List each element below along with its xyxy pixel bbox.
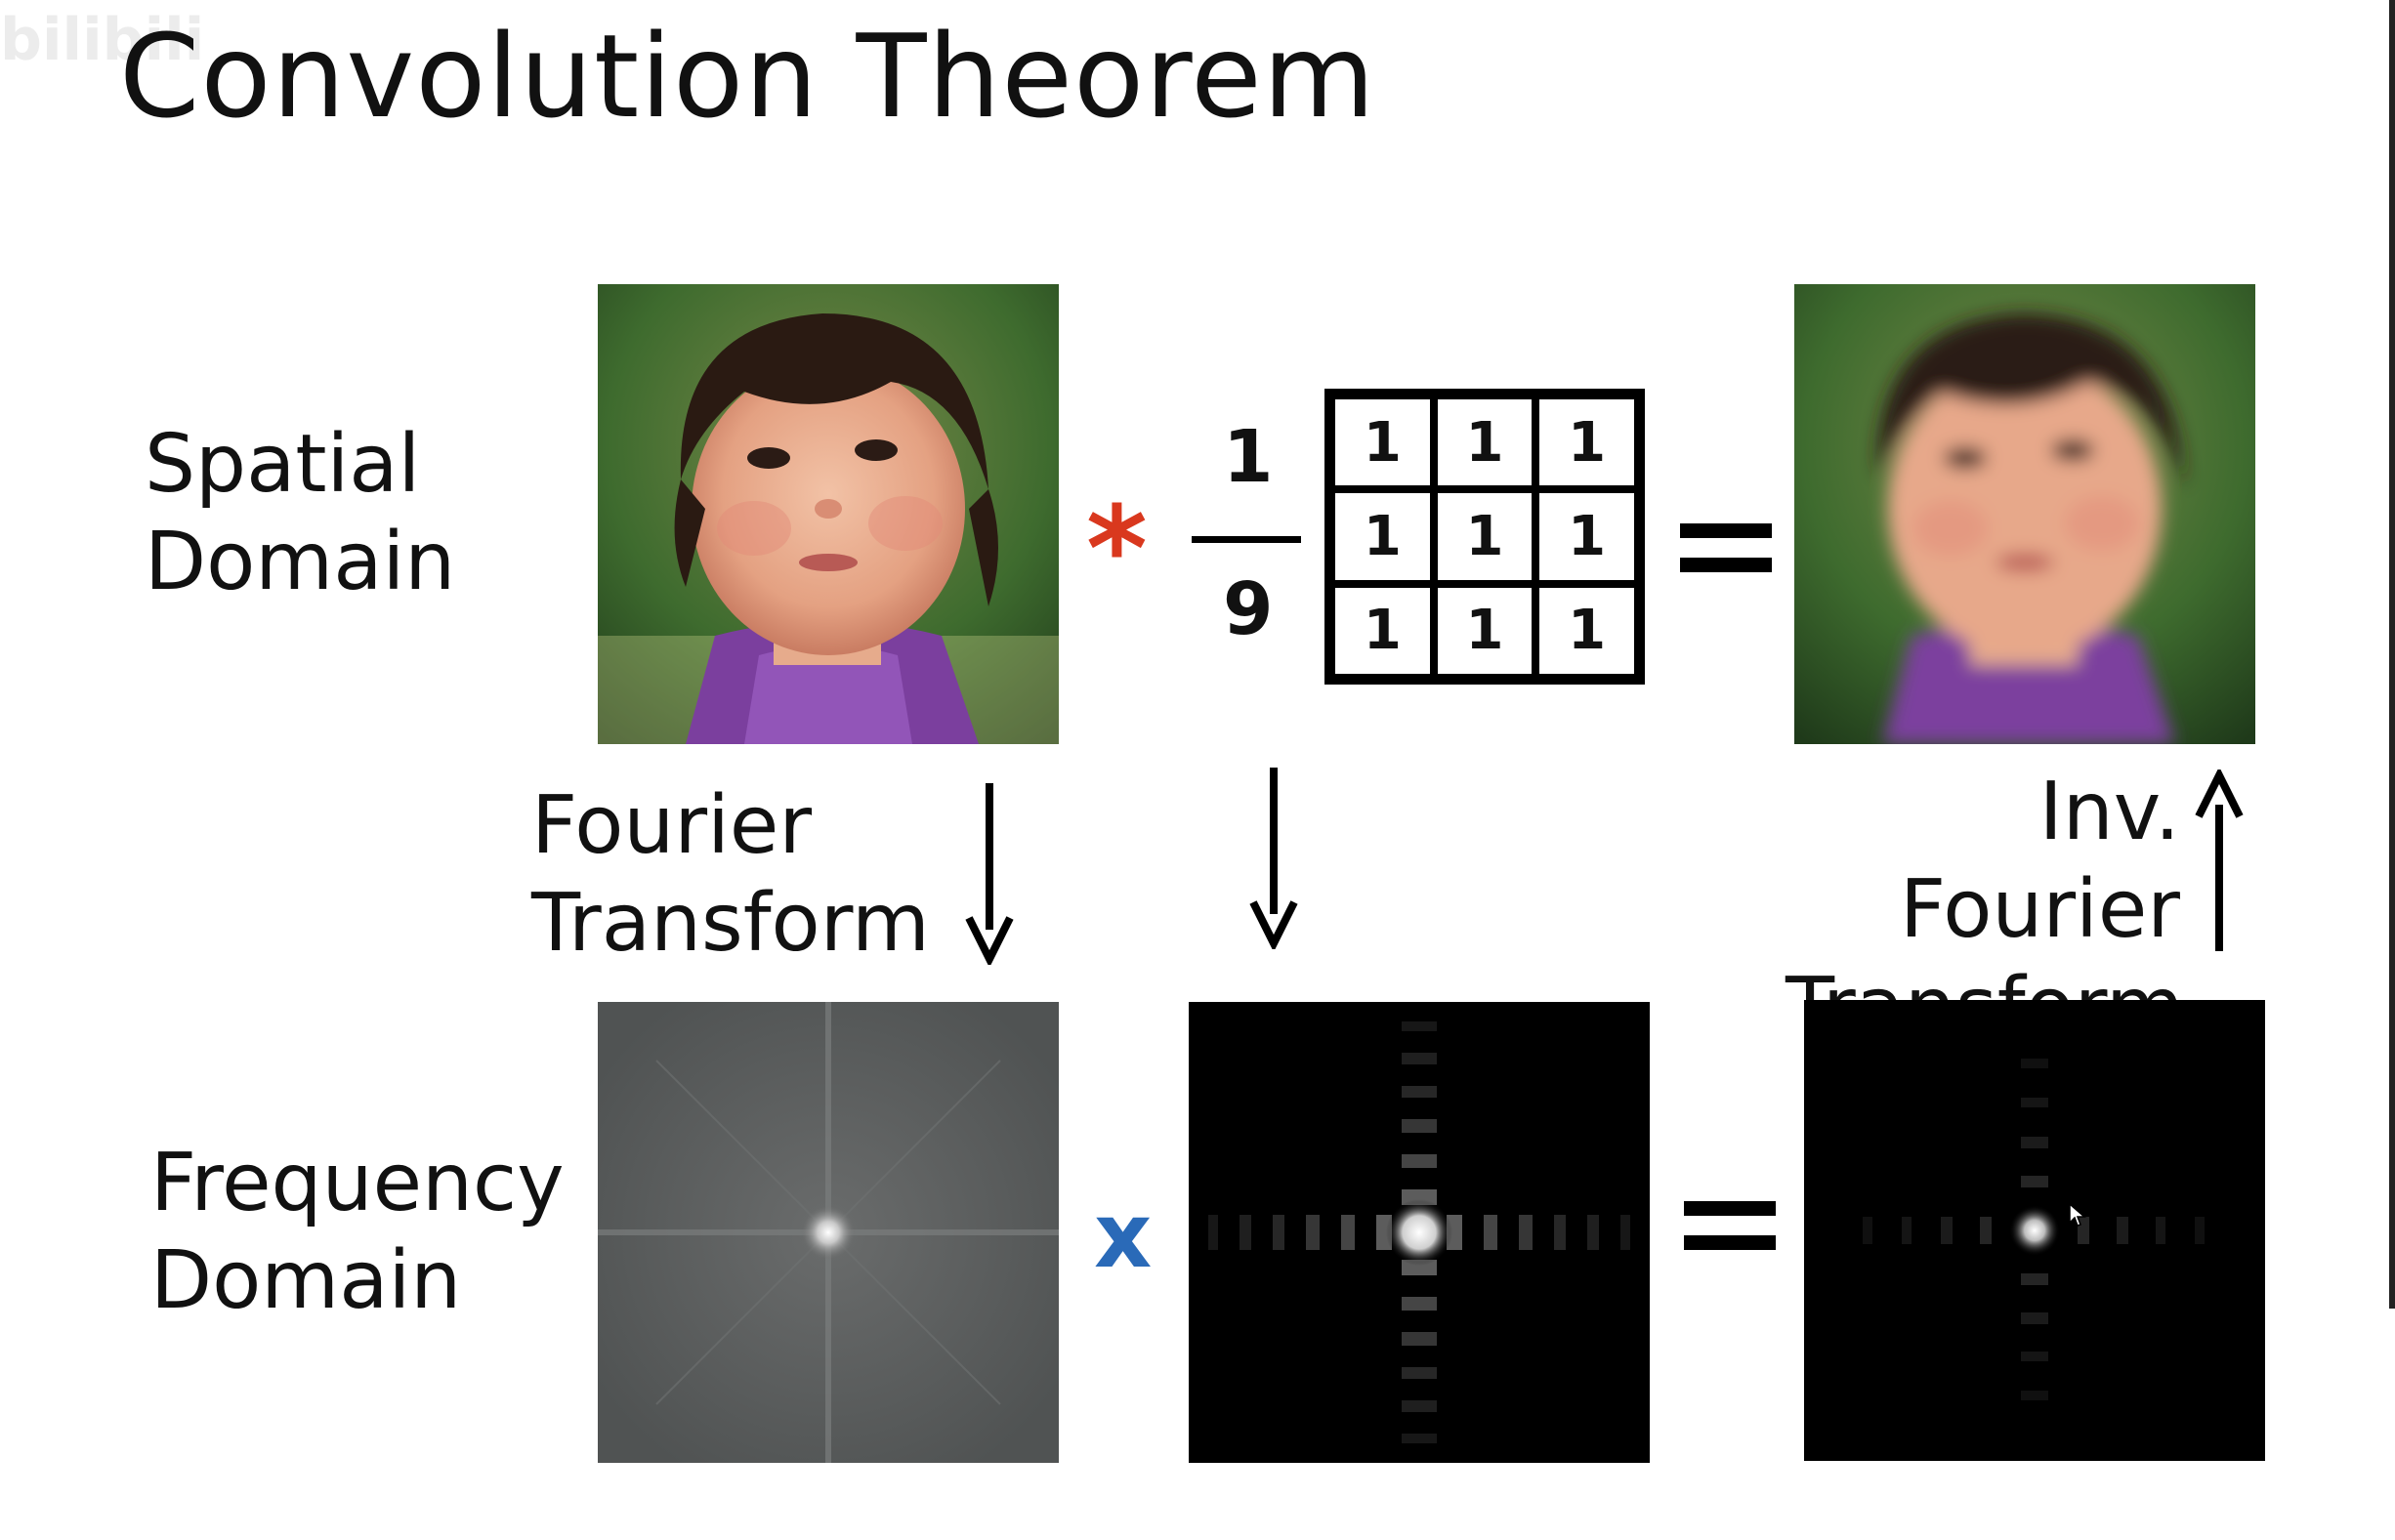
kernel-cell: 1 xyxy=(1433,489,1536,584)
kernel-cell: 1 xyxy=(1331,489,1434,584)
kernel-spectrum xyxy=(1189,1002,1650,1463)
kernel-cell: 1 xyxy=(1433,583,1536,678)
kernel-cell: 1 xyxy=(1433,395,1536,490)
window-edge xyxy=(2389,0,2395,1309)
arrow-down-icon xyxy=(965,783,1014,965)
multiply-operator: x xyxy=(1094,1184,1153,1288)
image-spectrum xyxy=(598,1002,1059,1463)
page-title: Convolution Theorem xyxy=(119,9,1376,144)
kernel-cell: 1 xyxy=(1331,583,1434,678)
kernel-cell: 1 xyxy=(1535,489,1638,584)
fourier-label-line2: Transform xyxy=(531,877,930,970)
fourier-label-line1: Fourier xyxy=(531,779,813,872)
inv-label-line1: Inv. Fourier xyxy=(1899,766,2180,956)
spatial-domain-label: Spatial Domain xyxy=(145,416,455,611)
fourier-transform-label: Fourier Transform xyxy=(531,777,930,973)
watermark: bilibili xyxy=(0,6,205,74)
convolve-operator: * xyxy=(1086,482,1148,618)
blurred-photo xyxy=(1794,284,2255,744)
kernel-cell: 1 xyxy=(1535,583,1638,678)
mouse-cursor-icon xyxy=(2069,1202,2087,1232)
frequency-label-line1: Frequency xyxy=(150,1137,565,1229)
fraction-numerator: 1 xyxy=(1223,415,1274,499)
frequency-label-line2: Domain xyxy=(150,1234,462,1327)
original-photo xyxy=(598,284,1059,744)
equals-operator-bottom xyxy=(1684,1201,1776,1250)
kernel-cell: 1 xyxy=(1331,395,1434,490)
equals-operator-top xyxy=(1680,523,1772,572)
spatial-label-line1: Spatial xyxy=(145,418,421,511)
arrow-down-icon xyxy=(1249,768,1298,949)
frequency-domain-label: Frequency Domain xyxy=(150,1135,565,1330)
fraction-bar xyxy=(1192,536,1301,543)
spatial-label-line2: Domain xyxy=(145,516,456,608)
arrow-up-icon xyxy=(2195,770,2244,951)
kernel-cell: 1 xyxy=(1535,395,1638,490)
fraction-denominator: 9 xyxy=(1223,567,1274,651)
result-spectrum xyxy=(1804,1000,2265,1461)
box-filter-kernel: 1 1 1 1 1 1 1 1 1 xyxy=(1324,389,1645,685)
